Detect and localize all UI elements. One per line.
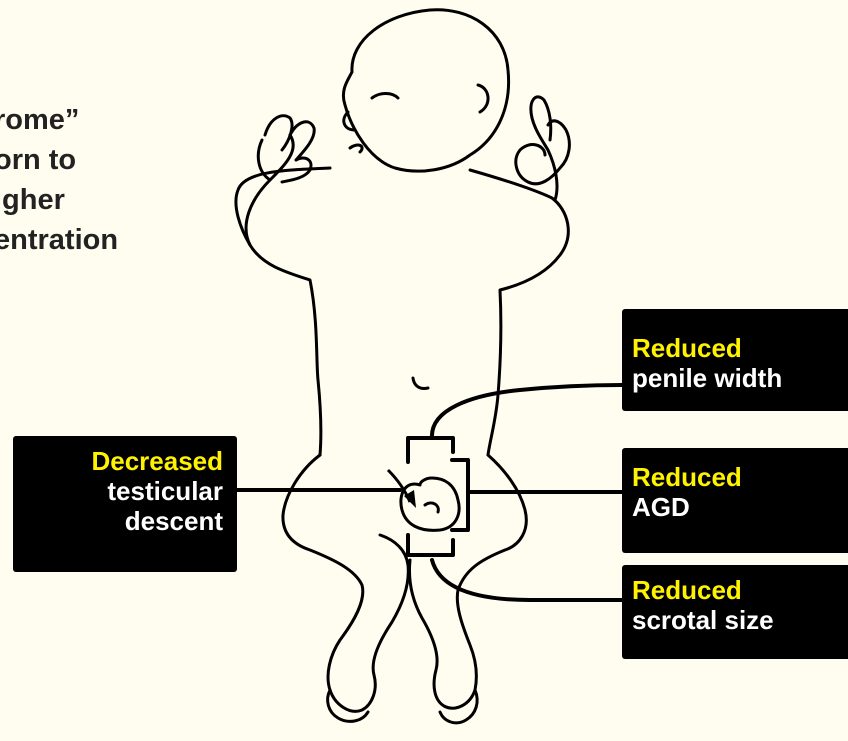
callout-keyword: Reduced <box>632 462 848 492</box>
infant-mouth <box>350 145 362 152</box>
genital-bracket-bottom <box>408 535 453 555</box>
infant-head <box>343 10 508 171</box>
callout-keyword: Reduced <box>632 575 848 605</box>
callout-text: descent <box>21 506 223 536</box>
genital-bracket-top <box>408 438 453 462</box>
callout-keyword: Decreased <box>21 446 223 476</box>
infant-left-arm <box>246 135 293 245</box>
callout-penile-width: Reduced penile width <box>622 309 848 411</box>
callout-text: AGD <box>632 492 848 522</box>
callout-text: testicular <box>21 476 223 506</box>
callout-scrotal-size: Reduced scrotal size <box>622 565 848 659</box>
infant-genitals-inner <box>425 503 438 512</box>
infant-eye <box>372 94 398 99</box>
infant-torso-right <box>470 170 568 455</box>
infant-navel <box>413 378 428 389</box>
infant-right-arm <box>532 118 557 200</box>
callout-testicular-descent: Decreased testicular descent <box>13 436 237 572</box>
scrotal-callout-line <box>432 560 622 600</box>
callout-agd: Reduced AGD <box>622 448 848 553</box>
callout-text: penile width <box>632 363 848 393</box>
infant-left-leg <box>283 455 408 711</box>
penile-callout-line <box>432 385 622 438</box>
infant-left-foot <box>328 690 368 721</box>
callout-keyword: Reduced <box>632 333 848 363</box>
genital-bracket-right <box>452 460 468 530</box>
callout-text: scrotal size <box>632 605 848 635</box>
infant-ear <box>478 85 488 112</box>
